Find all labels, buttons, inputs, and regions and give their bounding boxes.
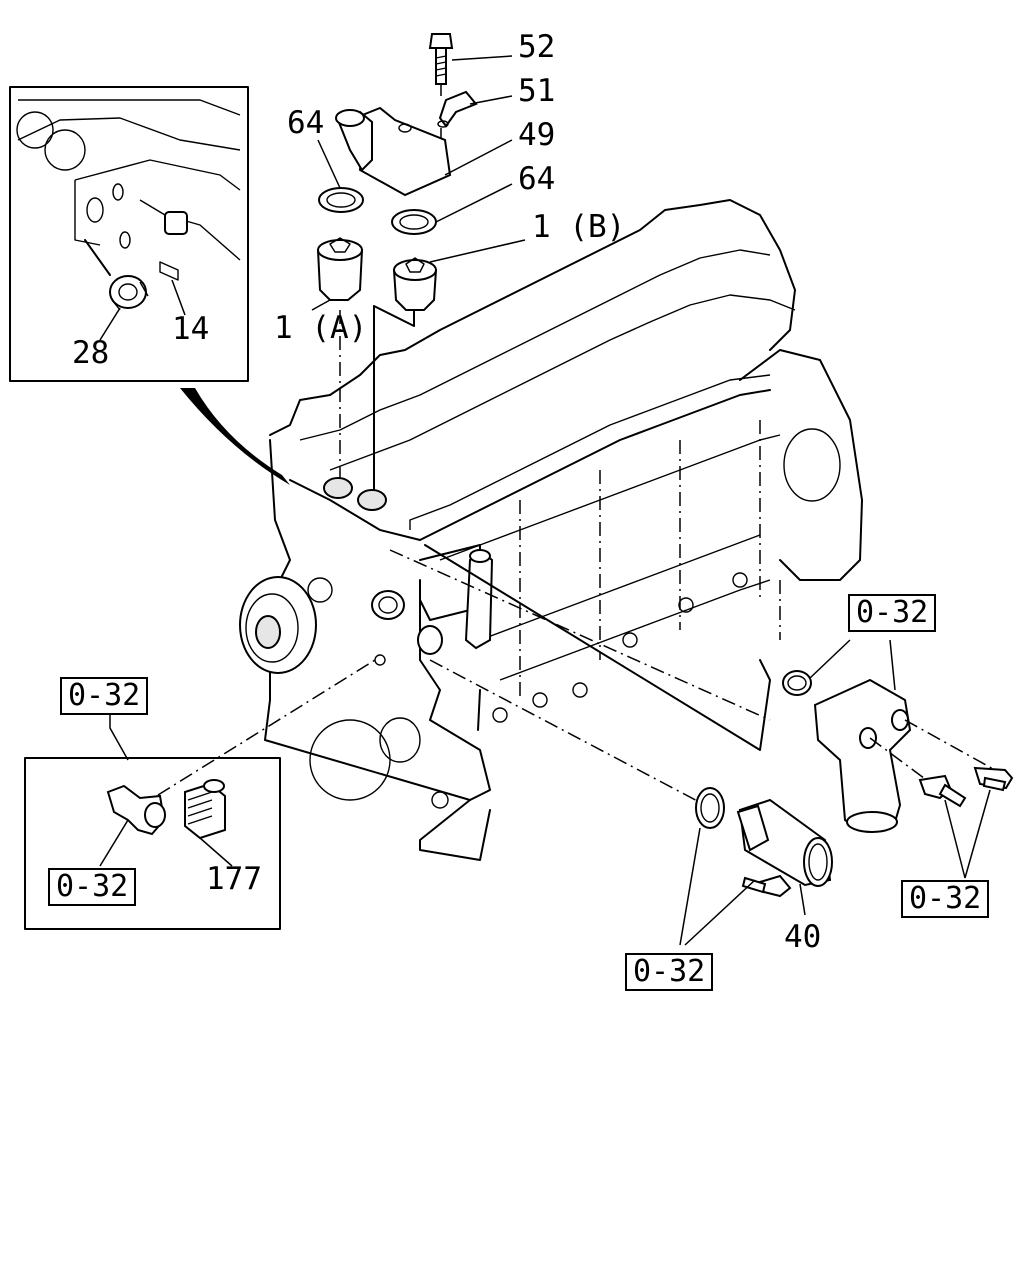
o-ring-right-icon [782,670,812,696]
water-pipe-40-icon [736,798,833,887]
water-outlet-icon [813,678,912,833]
reference-0-32-bottom-center[interactable]: 0-32 [625,953,714,991]
bolt-52-icon [428,33,454,85]
thermostat-housing-49-icon [335,106,452,197]
curved-arrow-icon [180,388,290,485]
callout-52: 52 [518,29,556,65]
reference-0-32-right-bottom[interactable]: 0-32 [901,880,990,918]
gasket-64-left-icon [318,187,364,213]
reference-0-32-sensor-bottom[interactable]: 0-32 [48,868,137,906]
o-ring-bottom-icon [695,787,725,829]
clip-51-icon [437,90,478,128]
engine-block [239,199,863,861]
callout-1b: 1 (B) [532,209,626,245]
reference-0-32-right-top[interactable]: 0-32 [848,594,937,632]
gasket-64-right-icon [391,209,437,235]
callout-177: 177 [206,861,262,897]
inset-detail-box [9,86,249,382]
sensor-inset-box [24,705,281,930]
pulley-icon [239,576,317,674]
sensor-177-icon [184,779,226,840]
callout-51: 51 [518,73,556,109]
callout-64-left: 64 [287,105,325,141]
callout-40: 40 [784,919,822,955]
callout-1a: 1 (A) [274,310,368,346]
callout-28: 28 [72,335,110,371]
thermostat-1b-icon [392,257,438,311]
callout-64-right: 64 [518,161,556,197]
sensor-bracket-icon [106,784,166,836]
thermostat-1a-icon [316,237,364,301]
plug-28-icon [109,275,149,311]
bolt-right-b-icon [973,766,1014,792]
callout-14: 14 [172,311,210,347]
reference-0-32-sensor-top[interactable]: 0-32 [60,677,149,715]
bolt-bottom-icon [741,874,792,898]
bolt-right-a-icon [918,774,967,808]
callout-49: 49 [518,117,556,153]
